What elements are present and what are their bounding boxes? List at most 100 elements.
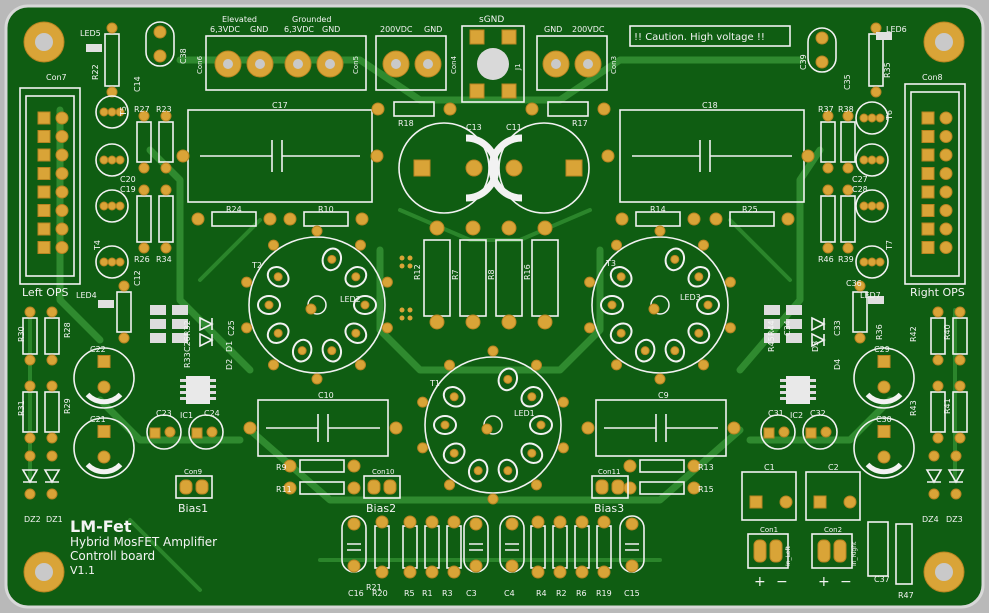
label-c38: C38 (179, 48, 188, 64)
cap-c17 (176, 109, 384, 203)
label-r30: R30 (17, 326, 26, 342)
label-j1: J1 (514, 63, 522, 71)
label-led3: LED3 (680, 293, 701, 302)
label-led7: LED7 (860, 291, 881, 300)
label-r21: R21 (366, 583, 382, 592)
label-grounded: Grounded (292, 15, 331, 24)
label-minus: − (776, 574, 788, 590)
label-gnd4: GND (544, 25, 562, 34)
resistors-top (191, 101, 795, 227)
label-c25: C25 (227, 320, 236, 336)
label-led6: LED6 (886, 25, 907, 34)
label-c14: C14 (133, 76, 142, 92)
label-r24: R24 (226, 205, 242, 214)
label-con1: Con1 (760, 526, 778, 534)
label-con4: Con4 (450, 55, 458, 74)
label-subtitle: Hybrid MosFET Amplifier (70, 535, 217, 549)
label-r23: R23 (156, 105, 172, 114)
label-r38: R38 (838, 105, 854, 114)
tube-t3 (584, 225, 736, 385)
label-r41: R41 (943, 398, 952, 414)
label-left_ops: Left OPS (22, 286, 68, 299)
label-d2: D2 (225, 359, 234, 370)
label-r29: R29 (63, 398, 72, 414)
label-c29: C29 (874, 345, 890, 354)
cap-c9 (581, 399, 741, 457)
label-r22: R22 (91, 64, 100, 80)
label-led5: LED5 (80, 29, 101, 38)
tube-sockets (241, 225, 736, 505)
label-r17: R17 (572, 119, 588, 128)
label-con7: Con7 (46, 73, 67, 82)
label-sgnd: sGND (479, 15, 504, 25)
caution-box (629, 25, 791, 47)
label-r3: R3 (442, 589, 453, 598)
bias-connectors (175, 475, 629, 499)
label-c39: C39 (799, 54, 808, 70)
label-led1: LED1 (514, 409, 535, 418)
label-dz1: DZ1 (46, 515, 63, 524)
label-r35: R35 (883, 62, 892, 78)
label-title: LM-Fet (70, 517, 132, 536)
label-c3: C3 (466, 589, 477, 598)
label-c26: C26 (183, 336, 192, 352)
label-plus: + (754, 574, 766, 590)
label-r4: R4 (536, 589, 547, 598)
label-version: V1.1 (70, 564, 95, 577)
label-r26: R26 (134, 255, 150, 264)
cap-c10 (243, 399, 403, 457)
label-hv1: 200VDC (380, 25, 413, 34)
label-c4: C4 (504, 589, 515, 598)
label-subtitle2: Controll board (70, 549, 155, 563)
label-elevated: Elevated (222, 15, 257, 24)
label-led4: LED4 (76, 291, 97, 300)
label-t3: T3 (605, 259, 616, 268)
label-con3: Con3 (610, 56, 618, 74)
label-r45: R45 (767, 336, 776, 352)
label-led2: LED2 (340, 295, 361, 304)
label-r13: R13 (698, 463, 714, 472)
label-con9: Con9 (184, 468, 202, 476)
label-r12: R12 (413, 264, 422, 280)
label-r31: R31 (17, 400, 26, 416)
label-d4: D4 (833, 359, 842, 370)
label-r16: R16 (523, 264, 532, 280)
label-con8: Con8 (922, 73, 943, 82)
label-c2: C2 (828, 463, 839, 472)
label-vdc1: 6,3VDC (210, 25, 240, 34)
label-r19: R19 (596, 589, 612, 598)
label-c10: C10 (318, 391, 334, 400)
label-r20: R20 (372, 589, 388, 598)
label-r11: R11 (276, 485, 292, 494)
resistors-mid (283, 459, 701, 495)
label-con6: Con6 (196, 55, 204, 74)
label-c15: C15 (624, 589, 640, 598)
con7-header (19, 87, 81, 285)
label-r37: R37 (818, 105, 834, 114)
label-ic1: IC1 (180, 411, 193, 420)
label-r44: R44 (767, 320, 776, 336)
label-r9: R9 (276, 463, 287, 472)
label-hv2: 200VDC (572, 25, 605, 34)
label-r43: R43 (909, 400, 918, 416)
label-con2: Con2 (824, 526, 842, 534)
label-r28: R28 (63, 322, 72, 338)
label-con5: Con5 (352, 56, 360, 74)
label-in_left: In_Left (785, 545, 792, 566)
label-bias2: Bias2 (366, 502, 396, 515)
label-c32: C32 (810, 409, 826, 418)
label-t4: T4 (93, 240, 102, 251)
label-c33: C33 (833, 320, 842, 336)
label-r6: R6 (576, 589, 587, 598)
label-r39: R39 (838, 255, 854, 264)
label-c28: C28 (852, 185, 868, 194)
side-components (21, 21, 968, 500)
label-c24: C24 (204, 409, 220, 418)
label-right_ops: Right OPS (910, 286, 965, 299)
label-dz3: DZ3 (946, 515, 963, 524)
label-r42: R42 (909, 326, 918, 342)
tube-t1 (417, 345, 569, 505)
label-dz2: DZ2 (24, 515, 41, 524)
label-gnd1: GND (250, 25, 268, 34)
